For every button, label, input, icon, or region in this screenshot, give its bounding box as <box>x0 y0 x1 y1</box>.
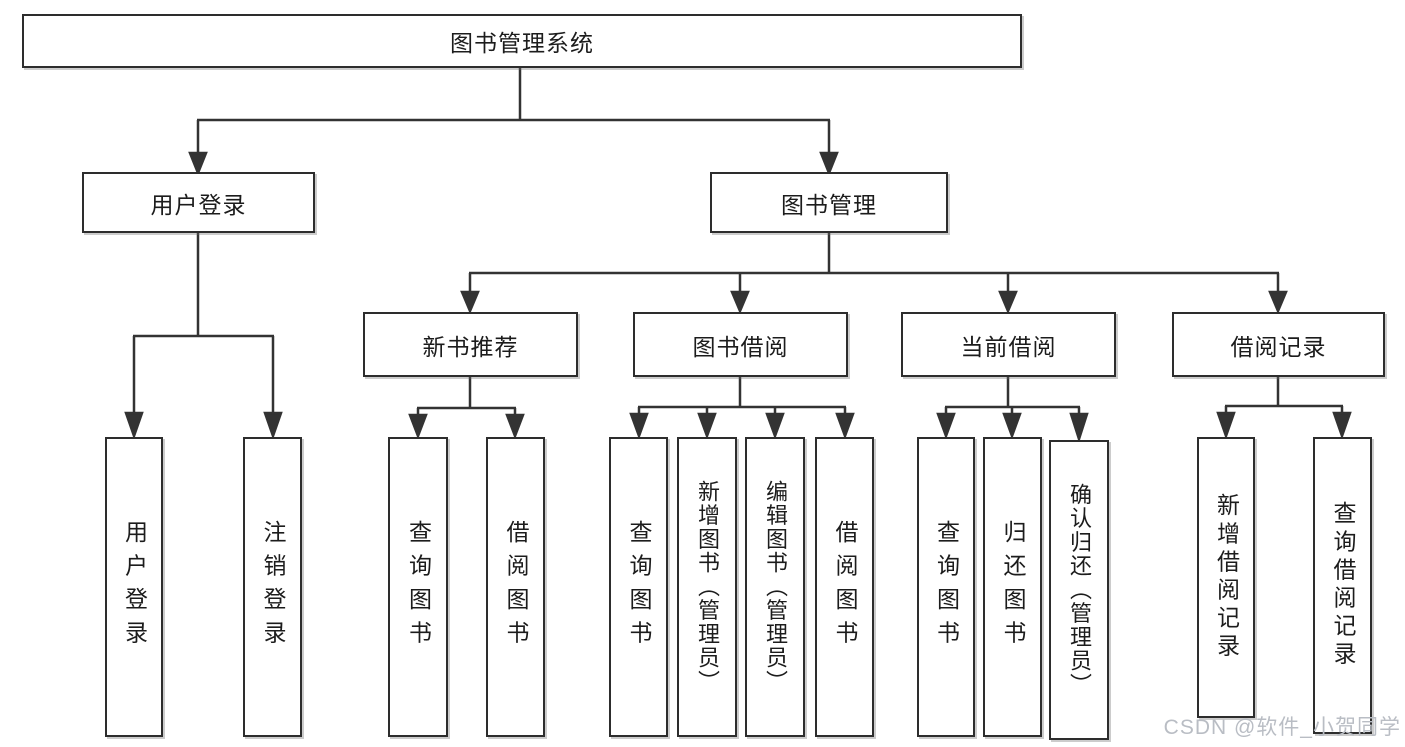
node-borrow-records: 借阅记录 <box>1172 312 1385 377</box>
node-leaf-user-login-label: 用户登录 <box>121 520 148 654</box>
node-leaf-search-borrow-record-label: 查询借阅记录 <box>1330 501 1356 670</box>
csdn-watermark: CSDN @软件_小贺同学 <box>1163 716 1401 739</box>
node-book-management-label: 图书管理 <box>781 191 877 218</box>
node-leaf-logout: 注销登录 <box>243 437 302 737</box>
node-leaf-confirm-return: 确认归还（管理员） <box>1049 440 1109 740</box>
node-book-management: 图书管理 <box>710 172 948 233</box>
connector-new-book-rec-children <box>408 377 525 440</box>
node-leaf-search-books-3-label: 查询图书 <box>933 520 960 654</box>
node-book-borrow: 图书借阅 <box>633 312 848 377</box>
node-leaf-search-books-2: 查询图书 <box>609 437 668 737</box>
node-leaf-borrow-books-2-label: 借阅图书 <box>832 520 858 654</box>
connector-current-borrow-children <box>936 377 1089 444</box>
node-leaf-add-borrow-record: 新增借阅记录 <box>1197 437 1255 718</box>
node-new-book-rec: 新书推荐 <box>363 312 578 377</box>
node-leaf-user-login: 用户登录 <box>105 437 163 737</box>
node-leaf-add-book-label: 新增图书（管理员） <box>695 480 720 694</box>
node-leaf-return-book: 归还图书 <box>983 437 1042 737</box>
node-leaf-search-books-2-label: 查询图书 <box>626 520 652 654</box>
connector-borrow-records-children <box>1216 377 1352 440</box>
node-root-label: 图书管理系统 <box>450 30 594 56</box>
connector-book-management-children <box>460 233 1288 315</box>
node-root: 图书管理系统 <box>22 14 1022 68</box>
node-user-login: 用户登录 <box>82 172 315 233</box>
node-current-borrow-label: 当前借阅 <box>960 333 1057 360</box>
node-user-login-label: 用户登录 <box>150 191 247 218</box>
node-leaf-return-book-label: 归还图书 <box>1000 520 1026 654</box>
connector-root-to-level2 <box>188 68 839 177</box>
node-new-book-rec-label: 新书推荐 <box>422 333 519 360</box>
node-leaf-logout-label: 注销登录 <box>260 520 286 654</box>
node-leaf-search-books-1: 查询图书 <box>388 437 448 737</box>
node-leaf-search-books-1-label: 查询图书 <box>405 520 432 654</box>
connector-user-login-children <box>124 233 283 440</box>
node-leaf-borrow-books-2: 借阅图书 <box>815 437 874 737</box>
node-book-borrow-label: 图书借阅 <box>692 333 789 360</box>
node-leaf-add-book: 新增图书（管理员） <box>677 437 737 737</box>
node-leaf-borrow-books-1-label: 借阅图书 <box>503 520 529 654</box>
node-leaf-edit-book: 编辑图书（管理员） <box>745 437 805 737</box>
node-leaf-add-borrow-record-label: 新增借阅记录 <box>1213 493 1240 662</box>
connector-book-borrow-children <box>629 377 855 440</box>
node-leaf-search-books-3: 查询图书 <box>917 437 975 737</box>
node-leaf-confirm-return-label: 确认归还（管理员） <box>1067 483 1092 697</box>
node-current-borrow: 当前借阅 <box>901 312 1116 377</box>
node-leaf-search-borrow-record: 查询借阅记录 <box>1313 437 1372 734</box>
node-leaf-borrow-books-1: 借阅图书 <box>486 437 545 737</box>
node-borrow-records-label: 借阅记录 <box>1230 333 1327 360</box>
node-leaf-edit-book-label: 编辑图书（管理员） <box>763 480 788 694</box>
